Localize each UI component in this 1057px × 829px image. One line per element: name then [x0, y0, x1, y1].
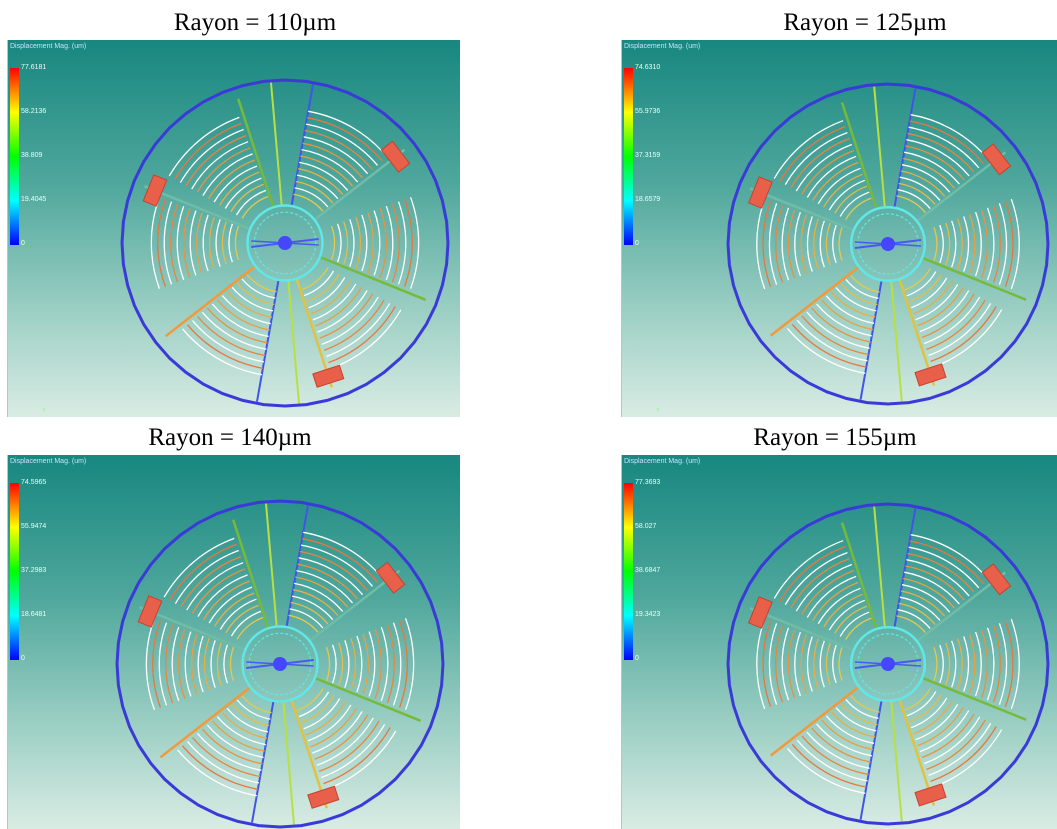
color-scale-legend	[10, 483, 19, 660]
legend-mid: 37.2983	[21, 567, 47, 574]
simulation-viewport-3[interactable]: Displacement Mag. (um) 74.5965 55.9474 3…	[7, 455, 460, 829]
legend-max: 74.6310	[635, 64, 661, 71]
color-scale-legend	[10, 68, 19, 245]
mems-structure-render	[115, 499, 445, 829]
simulation-viewport-4[interactable]: Displacement Mag. (um) 77.3693 58.027 38…	[621, 455, 1057, 829]
color-scale-legend	[624, 68, 633, 245]
axis-indicator: Y	[656, 408, 661, 414]
legend-q3: 55.9474	[21, 523, 47, 530]
legend-min: 0	[21, 240, 25, 247]
legend-title: Displacement Mag. (um)	[10, 43, 87, 50]
legend-mid: 37.3159	[635, 152, 661, 159]
panel-title-2: Rayon = 125µm	[783, 9, 947, 36]
mems-structure-render	[726, 502, 1050, 826]
mems-structure-render	[120, 78, 450, 408]
panel-title-4: Rayon = 155µm	[753, 424, 917, 451]
legend-q1: 19.4045	[21, 196, 47, 203]
panel-title-3: Rayon = 140µm	[148, 424, 312, 451]
legend-max: 77.3693	[635, 479, 661, 486]
legend-mid: 38.6847	[635, 567, 661, 574]
legend-max: 74.5965	[21, 479, 47, 486]
axis-indicator: Y	[42, 408, 47, 414]
legend-q3: 58.2136	[21, 108, 47, 115]
panel-title-1: Rayon = 110µm	[173, 9, 337, 36]
legend-min: 0	[635, 240, 639, 247]
legend-q3: 55.9736	[635, 108, 661, 115]
legend-q1: 18.6481	[21, 611, 47, 618]
legend-title: Displacement Mag. (um)	[624, 43, 701, 50]
legend-q1: 19.3423	[635, 611, 661, 618]
legend-q3: 58.027	[635, 523, 657, 530]
legend-min: 0	[21, 655, 25, 662]
legend-max: 77.6181	[21, 64, 47, 71]
color-scale-legend	[624, 483, 633, 660]
simulation-viewport-2[interactable]: Displacement Mag. (um) 74.6310 55.9736 3…	[621, 40, 1057, 417]
legend-q1: 18.6579	[635, 196, 661, 203]
legend-title: Displacement Mag. (um)	[624, 458, 701, 465]
legend-min: 0	[635, 655, 639, 662]
legend-title: Displacement Mag. (um)	[10, 458, 87, 465]
mems-structure-render	[726, 82, 1050, 406]
legend-mid: 38.809	[21, 152, 43, 159]
simulation-viewport-1[interactable]: Displacement Mag. (um) 77.6181 58.2136 3…	[7, 40, 460, 417]
